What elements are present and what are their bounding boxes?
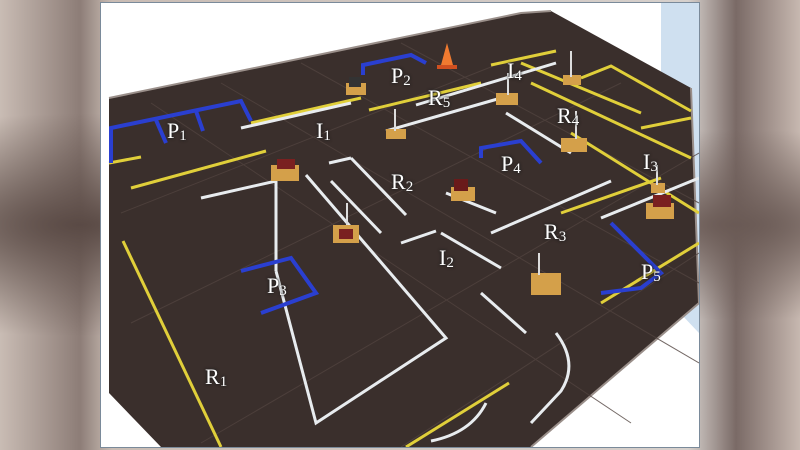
label-r3: R3: [544, 219, 567, 245]
yellow-lane-lines: [108, 49, 699, 447]
robot-icon: [333, 203, 359, 243]
robot-icon: [496, 73, 518, 105]
robot-icon: [346, 77, 366, 95]
label-p4: P4: [501, 151, 521, 177]
robot-icon: [531, 253, 561, 295]
image-frame: P1 P2 P3 P4 P5 R1 R2 R3 R4 R5 I1 I2 I3 I…: [100, 2, 700, 448]
robot-icon: [563, 51, 581, 85]
label-p1: P1: [167, 118, 187, 144]
robot-icon: [561, 111, 587, 152]
label-i2: I2: [439, 245, 454, 271]
label-i4: I4: [507, 58, 522, 84]
traffic-cone-icon: [437, 43, 457, 69]
label-p5: P5: [641, 259, 661, 285]
label-r1: R1: [205, 364, 228, 390]
robot-track-map: [101, 3, 699, 447]
track-floor: [109, 11, 699, 447]
robot-icon: [271, 159, 299, 181]
label-i3: I3: [643, 149, 658, 175]
label-i1: I1: [316, 118, 331, 144]
robot-icon: [386, 109, 406, 139]
label-r5: R5: [428, 85, 451, 111]
robot-icon: [651, 165, 665, 193]
robot-icon: [646, 195, 674, 219]
label-p2: P2: [391, 63, 411, 89]
robot-icon: [451, 179, 475, 201]
parking-outlines: [109, 52, 665, 315]
label-p3: P3: [267, 273, 287, 299]
label-r2: R2: [391, 169, 414, 195]
label-r4: R4: [557, 103, 580, 129]
